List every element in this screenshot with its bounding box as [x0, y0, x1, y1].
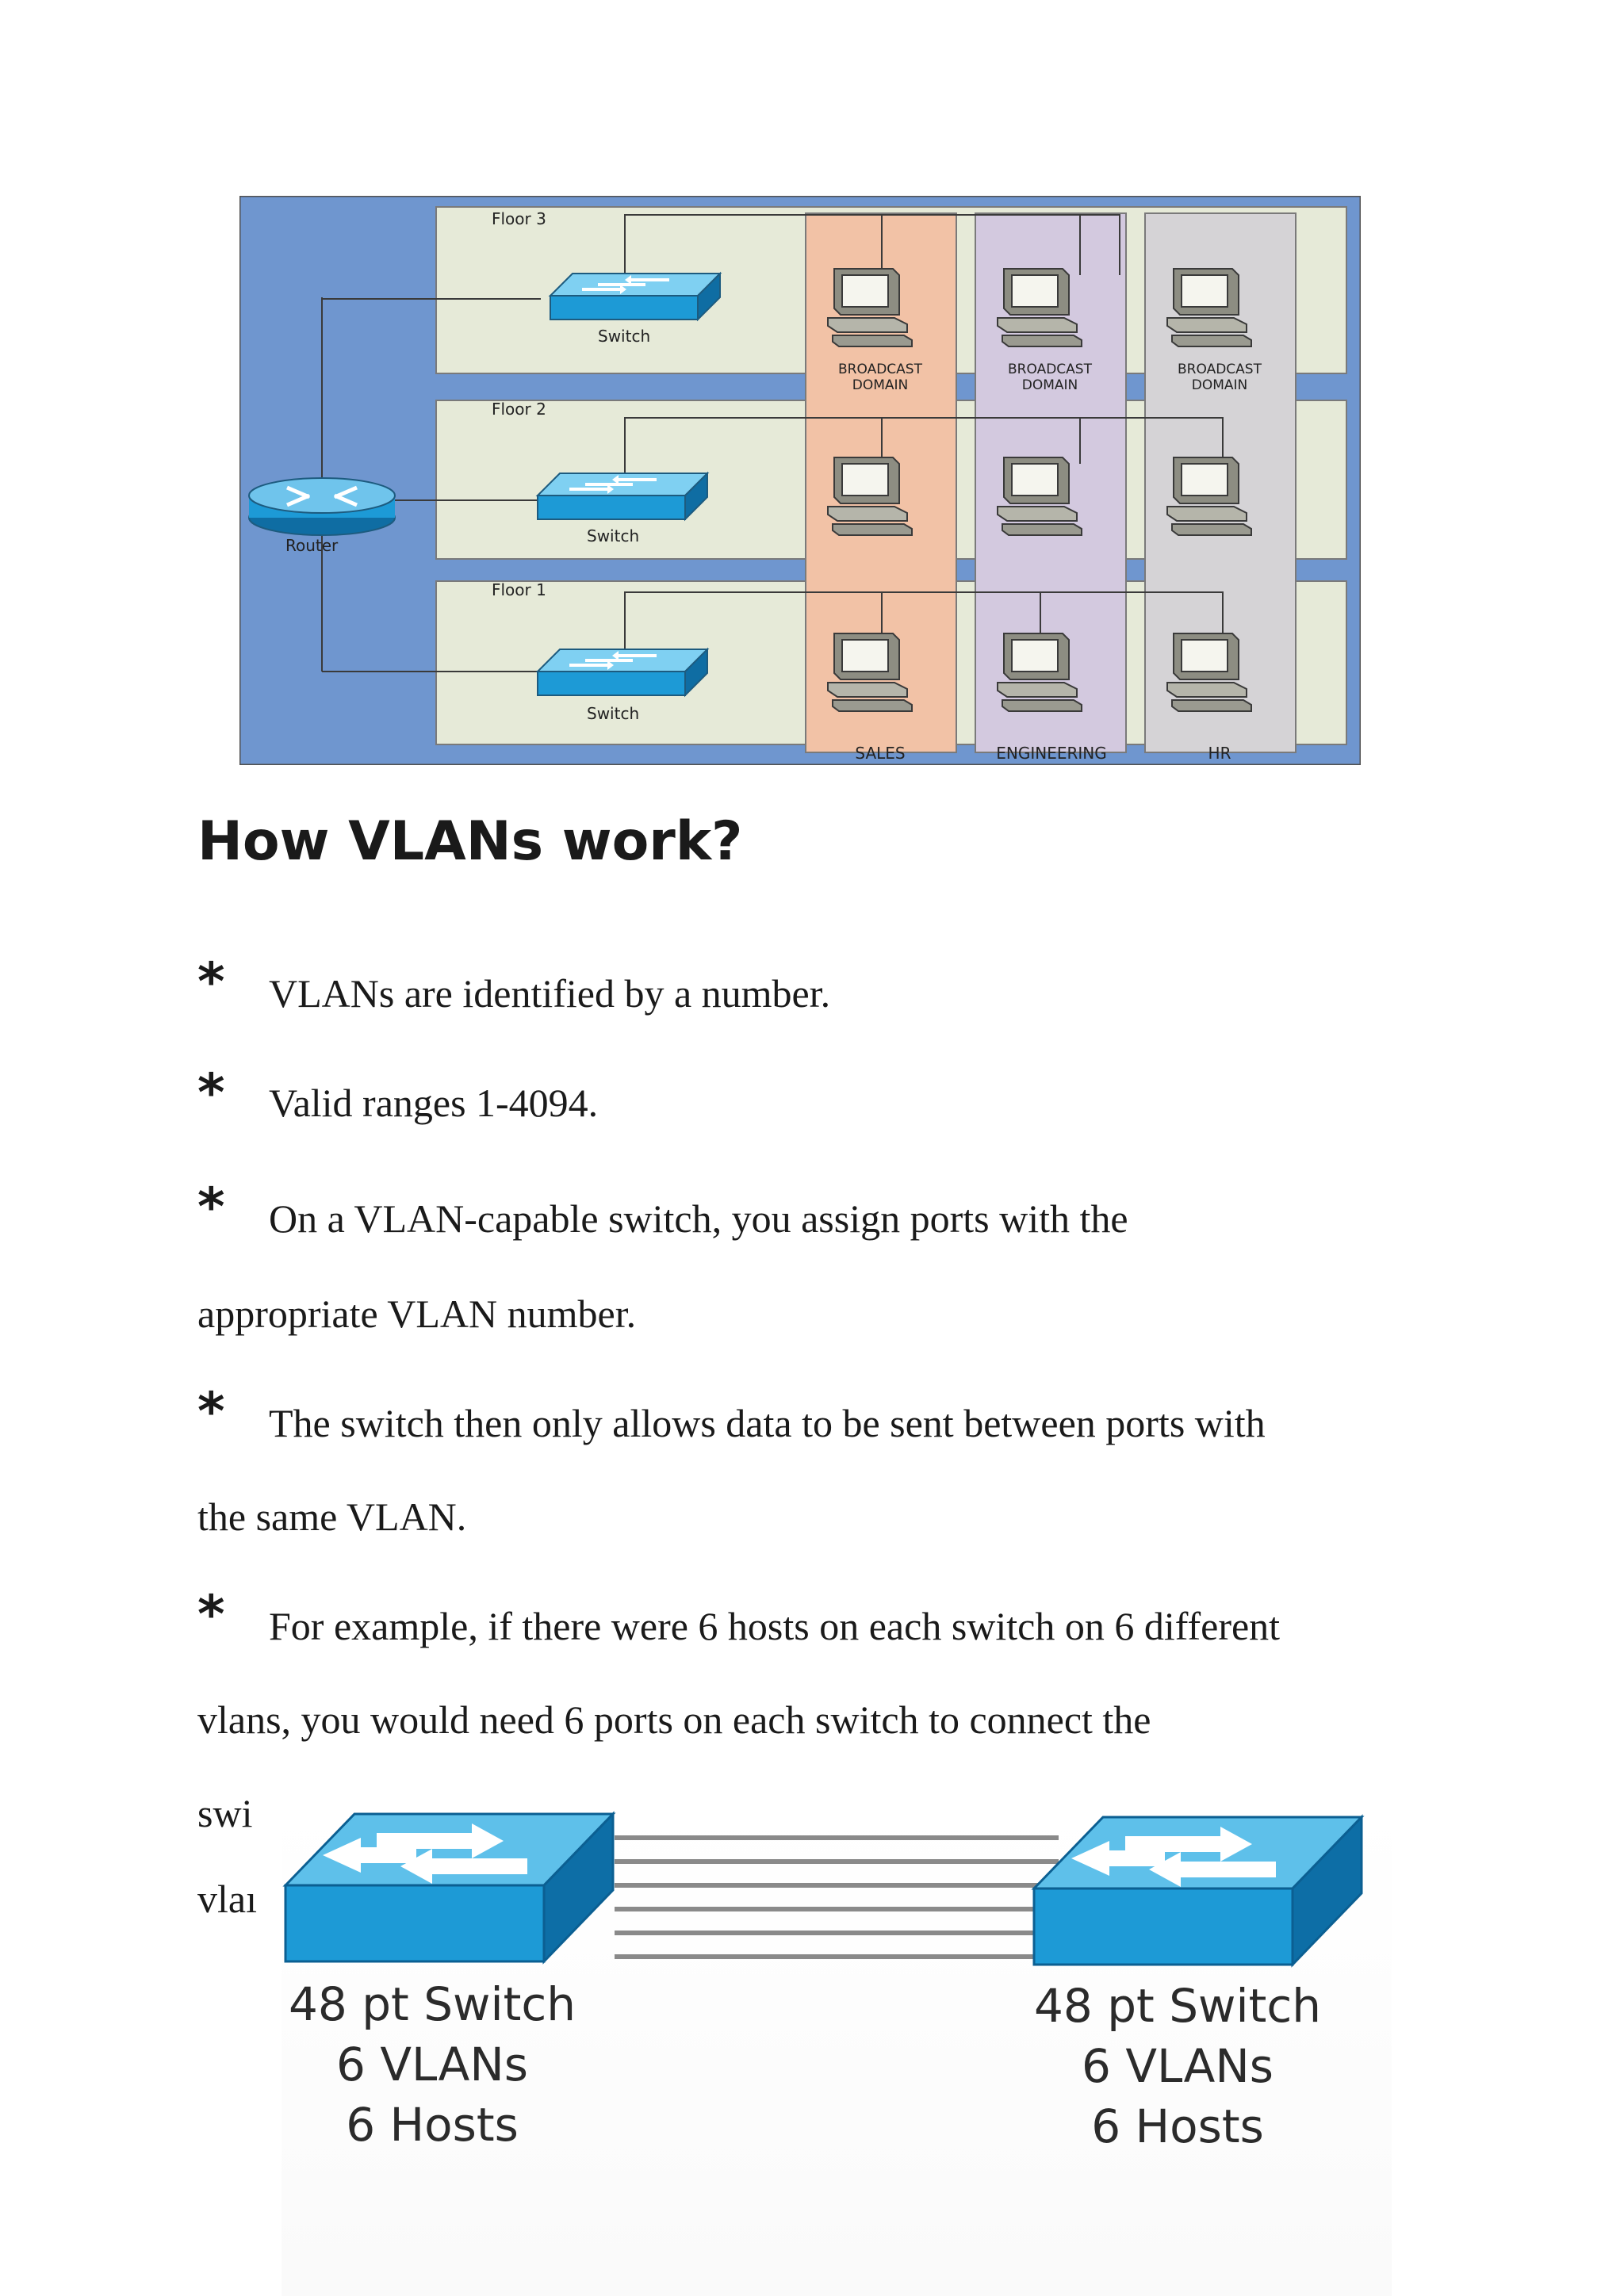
caption-line: 48 pt Switch [1034, 1979, 1321, 2033]
broadcast-domain-label: DOMAIN [1192, 377, 1248, 393]
router-icon [248, 477, 396, 536]
left-switch-caption: 48 pt Switch 6 VLANs 6 Hosts [266, 1974, 599, 2155]
right-switch-icon [1031, 1814, 1365, 1968]
bullet-text: On a VLAN-capable switch, you assign por… [269, 1196, 1128, 1241]
right-switch-caption: 48 pt Switch 6 VLANs 6 Hosts [1011, 1976, 1344, 2156]
switch-link-figure: 48 pt Switch 6 VLANs 6 Hosts 48 pt Switc… [282, 1806, 1392, 2296]
bullet-text: VLANs are identified by a number. [269, 971, 831, 1016]
broadcast-domain-label: BROADCAST [1008, 362, 1093, 377]
caption-line: 6 Hosts [1091, 2099, 1264, 2153]
bullet-text: Valid ranges 1-4094. [269, 1081, 599, 1125]
router-label: Router [285, 536, 339, 555]
switch-label: Switch [587, 526, 639, 545]
bullet-text: For example, if there were 6 hosts on ea… [269, 1604, 1281, 1648]
bullet-text: The switch then only allows data to be s… [269, 1401, 1266, 1445]
bullet-star: * [197, 1584, 225, 1645]
switch-floor3-icon [549, 272, 722, 321]
bullet-star: * [197, 951, 225, 1012]
bullet-star: * [197, 1381, 225, 1442]
section-heading: How VLANs work? [197, 810, 743, 873]
floor-label: Floor 3 [492, 209, 546, 228]
broadcast-domain-label: DOMAIN [1022, 377, 1078, 393]
caption-line: 48 pt Switch [289, 1977, 576, 2031]
switch-floor2-icon [536, 472, 709, 521]
floor-label: Floor 2 [492, 400, 546, 419]
bullet-continuation: vlans, you would need 6 ports on each sw… [197, 1697, 1151, 1742]
left-switch-icon [282, 1811, 616, 1965]
vlan-floor-diagram: Floor 3 Floor 2 Floor 1 Switch Switch Sw… [239, 196, 1361, 765]
department-label-hr: HR [1208, 744, 1231, 763]
switch-label: Switch [598, 327, 650, 346]
department-label-engineering: ENGINEERING [996, 744, 1106, 763]
caption-line: 6 VLANs [1082, 2039, 1274, 2093]
switch-label: Switch [587, 704, 639, 723]
bullet-star: * [197, 1177, 225, 1238]
caption-line: 6 VLANs [336, 2038, 528, 2091]
caption-line: 6 Hosts [346, 2098, 519, 2152]
department-label-sales: SALES [855, 744, 905, 763]
partial-text-line: swi [197, 1791, 253, 1835]
switch-floor1-icon [536, 648, 709, 697]
bullet-star: * [197, 1062, 225, 1123]
broadcast-domain-label: DOMAIN [852, 377, 909, 393]
broadcast-domain-label: BROADCAST [1178, 362, 1262, 377]
broadcast-domain-label: BROADCAST [838, 362, 923, 377]
bullet-continuation: the same VLAN. [197, 1494, 467, 1539]
bullet-continuation: appropriate VLAN number. [197, 1292, 637, 1336]
partial-text-line: vlaı [197, 1877, 257, 1921]
floor-label: Floor 1 [492, 580, 546, 599]
